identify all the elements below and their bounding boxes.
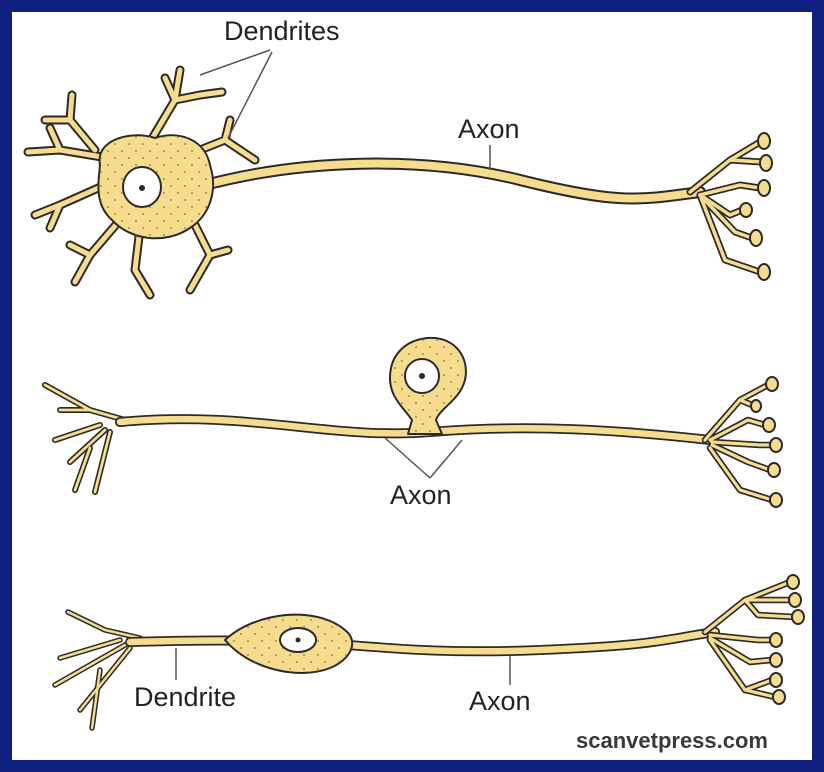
neuron2-axon-terminals bbox=[701, 376, 783, 508]
neuron2-leader-lines bbox=[384, 437, 463, 479]
label-axon-neuron2: Axon bbox=[390, 480, 452, 510]
neuron1-axon-terminals bbox=[686, 132, 773, 281]
label-axon-neuron1: Axon bbox=[458, 114, 520, 144]
neuron-multipolar bbox=[23, 65, 773, 300]
label-axon-neuron3: Axon bbox=[469, 686, 531, 716]
credit-text: scanvetpress.com bbox=[576, 728, 768, 753]
neuron-pseudounipolar bbox=[42, 336, 783, 508]
neuron3-axon-terminals bbox=[701, 574, 805, 705]
neuron1-dendrites bbox=[23, 65, 260, 300]
neuron3-process bbox=[125, 627, 720, 657]
label-dendrite-neuron3: Dendrite bbox=[134, 682, 237, 712]
neuron3-dendrite-branches bbox=[52, 609, 143, 731]
label-dendrites: Dendrites bbox=[224, 16, 340, 46]
neuron3-leader-lines bbox=[175, 648, 511, 685]
neuron2-dendrites bbox=[42, 382, 128, 495]
neuron-bipolar bbox=[52, 574, 805, 731]
neuron1-axon bbox=[199, 157, 706, 205]
neuron1-leader-lines bbox=[199, 49, 491, 170]
